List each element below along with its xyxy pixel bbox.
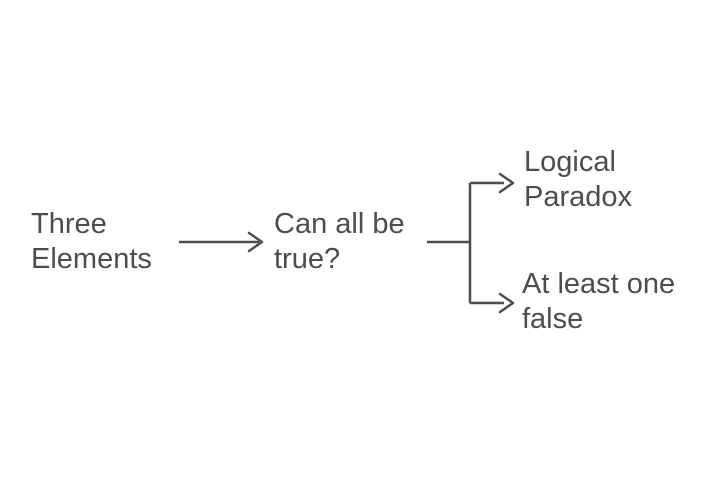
node-three-elements: Three Elements <box>31 208 152 275</box>
node-logical-paradox: Logical Paradox <box>524 146 633 213</box>
arrowhead-icon <box>498 172 515 194</box>
arrowhead-icon <box>498 292 515 314</box>
node-at-least-one-false: At least one false <box>522 268 676 335</box>
node-can-all-be-true: Can all be true? <box>274 208 405 275</box>
arrowhead-icon <box>247 231 264 253</box>
